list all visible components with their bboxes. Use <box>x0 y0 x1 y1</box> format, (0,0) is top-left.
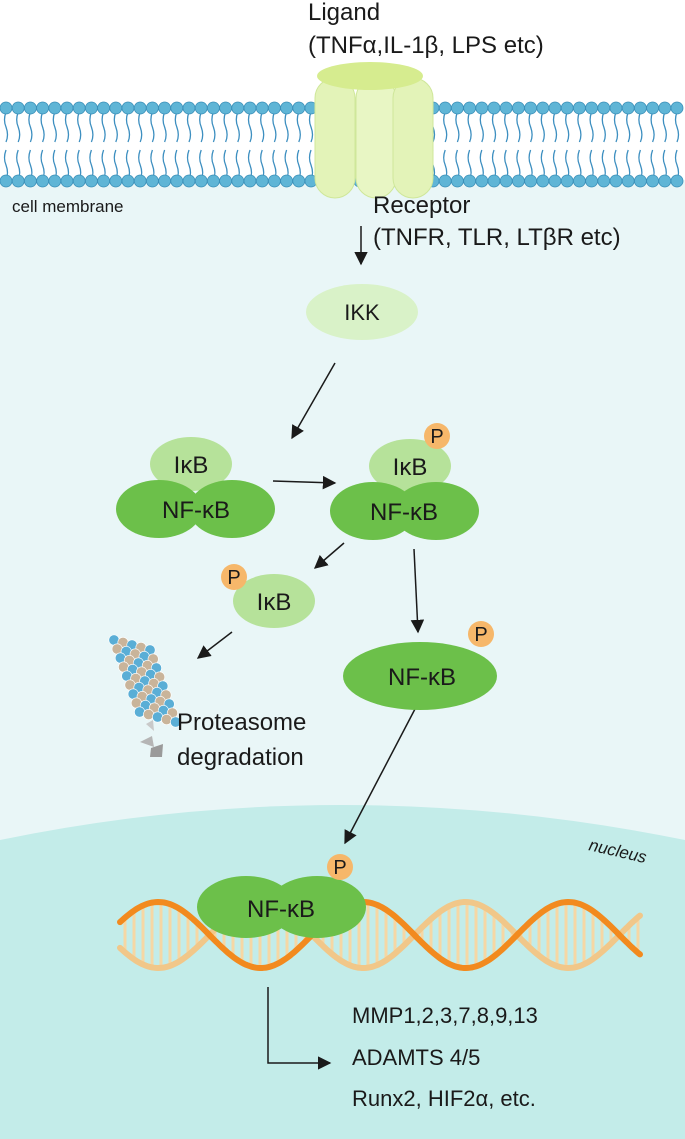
pcomplex-nfkb-label: NF-κB <box>370 499 438 526</box>
target-genes-mmp: MMP1,2,3,7,8,9,13 <box>352 1003 538 1028</box>
arrow-to-nucleus <box>344 708 416 845</box>
ikk-label: IKK <box>344 300 380 325</box>
pcomplex-ikb-label: IκB <box>393 454 428 481</box>
phospho-nfkb: P NF-κB <box>343 621 497 710</box>
ikk-node: IKK <box>306 284 418 340</box>
arrow-transcription <box>267 987 332 1070</box>
receptor-examples-label: (TNFR, TLR, LTβR etc) <box>373 224 621 251</box>
target-genes-adamts: ADAMTS 4/5 <box>352 1045 480 1070</box>
ligand-examples-label: (TNFα,IL-1β, LPS etc) <box>308 32 544 59</box>
pcomplex-phosphate-label: P <box>430 426 443 448</box>
complex-nfkb-label: NF-κB <box>162 497 230 524</box>
nuclear-nfkb: P NF-κB <box>197 854 366 938</box>
degradation-label: degradation <box>177 744 304 771</box>
target-genes-runx2: Runx2, HIF2α, etc. <box>352 1086 536 1111</box>
receptor-label: Receptor <box>373 192 470 219</box>
cell-membrane-label: cell membrane <box>12 197 124 216</box>
proteasome-label: Proteasome <box>177 709 306 736</box>
ligand <box>317 62 423 90</box>
phospho-nfkb-p-label: P <box>474 624 487 646</box>
phosphorylated-complex: IκB P NF-κB <box>330 423 479 540</box>
ligand-label: Ligand <box>308 0 380 26</box>
ikb-nfkb-complex: IκB NF-κB <box>116 437 275 538</box>
arrow-to-proteasome <box>196 631 233 659</box>
arrow-release-nfkb <box>410 548 425 634</box>
receptor <box>314 77 434 199</box>
degradation-fragments-icon <box>140 720 163 757</box>
nucleus <box>0 805 685 1139</box>
phospho-ikb-label: IκB <box>257 589 292 616</box>
arrow-phosphorylation <box>272 475 337 490</box>
phospho-nfkb-label: NF-κB <box>388 664 456 691</box>
phospho-ikb-p-label: P <box>227 567 240 589</box>
nuclear-nfkb-p-label: P <box>333 857 346 879</box>
arrow-release-ikb <box>313 542 345 569</box>
proteasome-icon <box>108 634 182 728</box>
arrow-ikk-to-complex <box>291 362 336 440</box>
phospho-ikb: P IκB <box>221 564 315 628</box>
nuclear-nfkb-label: NF-κB <box>247 896 315 923</box>
complex-ikb-label: IκB <box>174 452 209 479</box>
